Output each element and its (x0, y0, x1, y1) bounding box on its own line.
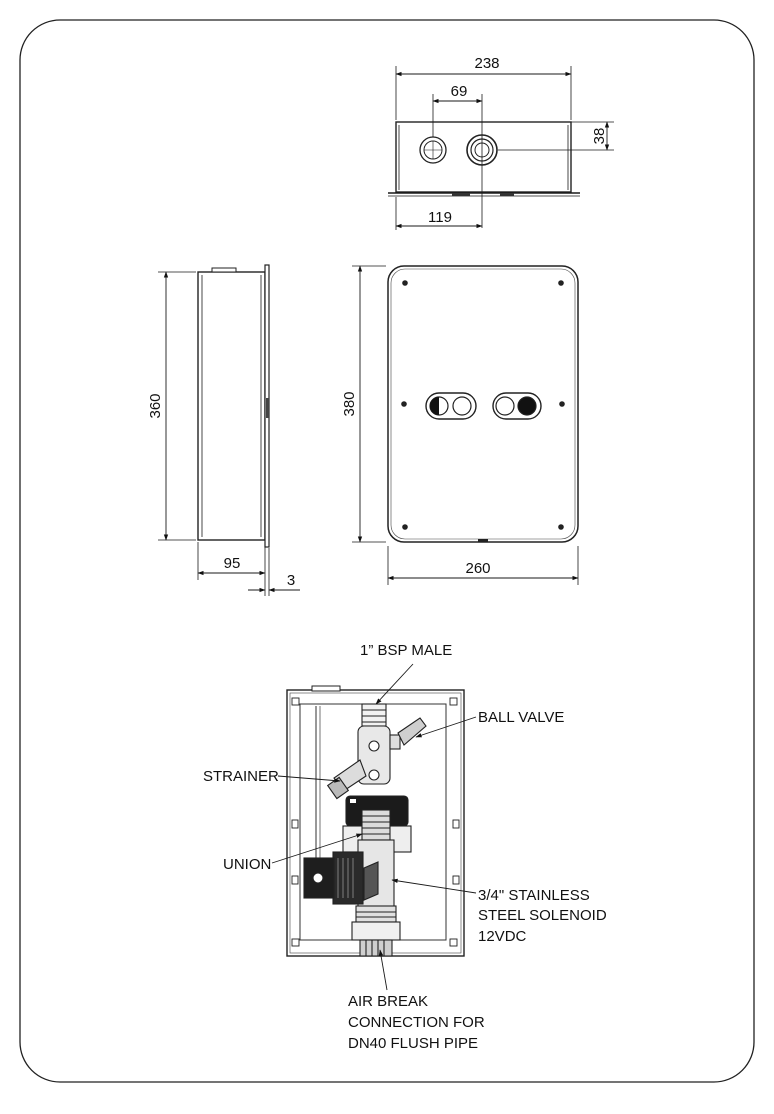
label-solenoid-line1: 3/4" STAINLESS (478, 887, 590, 904)
offset-dimension: 119 (428, 209, 452, 226)
front-plate (387, 265, 579, 543)
flush-button-full (492, 392, 542, 420)
label-solenoid-line3: 12VDC (478, 928, 527, 945)
flange-dimension: 3 (287, 572, 295, 589)
top-depth-dimension: 38 (591, 128, 608, 145)
label-air-break-line3: DN40 FLUSH PIPE (348, 1035, 478, 1052)
flush-button-half (425, 392, 477, 420)
sheet-border (19, 19, 755, 1083)
front-width-dimension: 260 (465, 560, 490, 577)
corner-lugs (291, 697, 460, 947)
label-air-break-line2: CONNECTION FOR (348, 1014, 485, 1031)
label-strainer: STRAINER (203, 768, 279, 785)
side-view: 360 95 3 (147, 264, 300, 596)
top-view: 238 69 38 119 (388, 55, 614, 230)
label-union: UNION (223, 856, 271, 873)
internal-view: 1” BSP MALE BALL VALVE STRAINER UNION 3/… (203, 642, 607, 1052)
mounting-screws (401, 280, 565, 530)
front-height-dimension: 380 (341, 391, 358, 416)
top-width-dimension: 238 (474, 55, 499, 72)
solenoid-assembly (303, 795, 412, 923)
ball-valve-assembly (326, 703, 427, 800)
side-height-dimension: 360 (147, 393, 164, 418)
label-bsp-male: 1” BSP MALE (360, 642, 452, 659)
inlet-spacing-dimension: 69 (451, 83, 468, 100)
label-solenoid-line2: STEEL SOLENOID (478, 907, 607, 924)
top-view-box (395, 121, 572, 193)
air-break-outlet (351, 921, 401, 957)
inlet-fitting-left (419, 136, 447, 164)
label-ball-valve: BALL VALVE (478, 709, 564, 726)
side-view-box (197, 271, 266, 541)
callout-leaders (271, 663, 477, 991)
front-view: 380 260 (341, 265, 579, 585)
label-air-break-line1: AIR BREAK (348, 993, 428, 1010)
side-depth-dimension: 95 (224, 555, 241, 572)
